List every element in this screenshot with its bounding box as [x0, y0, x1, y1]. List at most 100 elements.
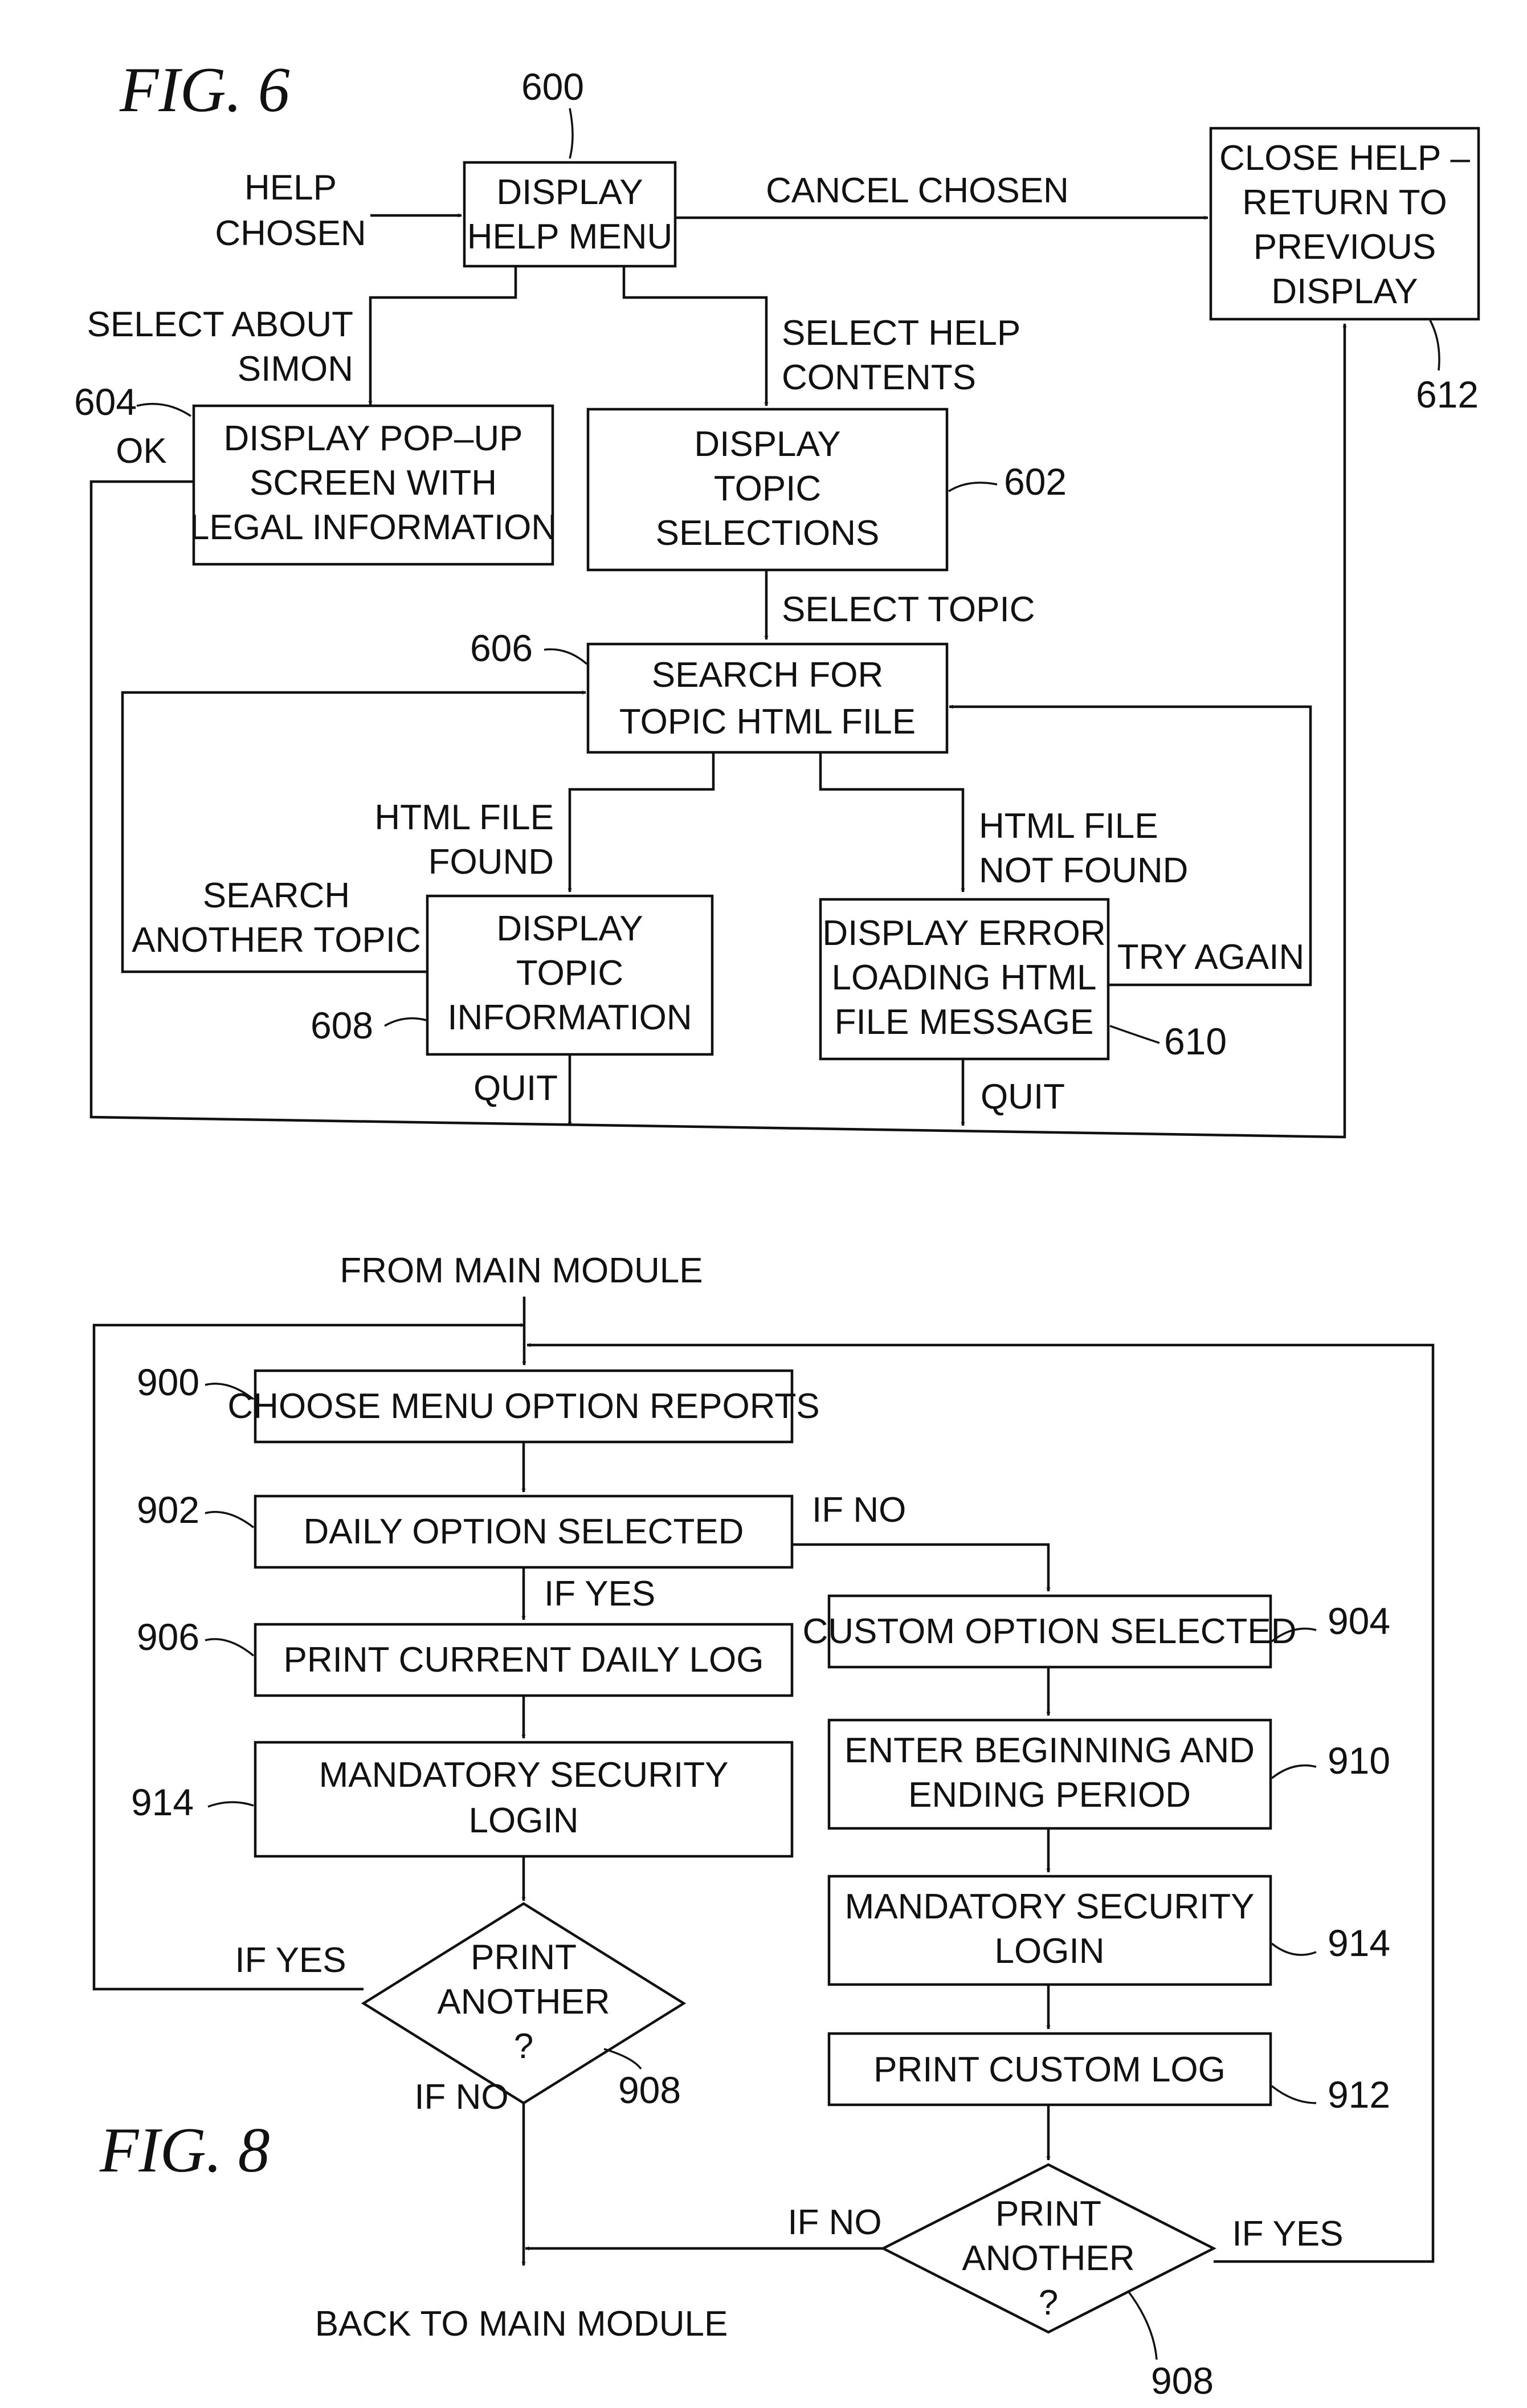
print-custom-box[interactable]	[827, 2032, 1272, 2107]
enter-period-box[interactable]	[827, 1718, 1272, 1830]
display-popup-text: LEGAL INFORMATION	[190, 508, 557, 547]
search-another-label: ANOTHER TOPIC	[132, 920, 421, 960]
ref-604-leader	[136, 402, 191, 417]
display-popup-text: DISPLAY POP–UP	[224, 419, 523, 458]
ref-908-right: 908	[1151, 2360, 1214, 2402]
search-html-box[interactable]	[586, 642, 949, 754]
ref-612: 612	[1416, 373, 1479, 415]
security-left-text: LOGIN	[469, 1801, 579, 1840]
right-yes-loop-arrow	[526, 1343, 1435, 2263]
ref-902: 902	[137, 1489, 199, 1531]
html-not-found-label: HTML FILE	[979, 806, 1158, 846]
security-left-box[interactable]	[254, 1741, 794, 1858]
choose-menu-box[interactable]	[254, 1369, 794, 1444]
print-daily-text: PRINT CURRENT DAILY LOG	[284, 1640, 764, 1680]
display-topic-selections-text: SELECTIONS	[656, 514, 880, 553]
right-no-label: IF NO	[787, 2203, 881, 2242]
decision-right-text: PRINT	[995, 2194, 1101, 2234]
ref-606: 606	[470, 627, 533, 669]
quit-left-label: QUIT	[473, 1069, 558, 1108]
display-help-menu-box[interactable]	[463, 161, 677, 268]
ref-914-right-leader	[1271, 1942, 1317, 1956]
display-error-box[interactable]	[819, 898, 1110, 1061]
help-chosen-label: CHOSEN	[215, 214, 366, 253]
daily-option-text: DAILY OPTION SELECTED	[304, 1512, 744, 1551]
display-topic-info-text: TOPIC	[516, 954, 623, 993]
try-again-arrow	[949, 704, 1312, 987]
help-chosen-label: HELP	[244, 168, 337, 207]
print-daily-box[interactable]	[254, 1623, 794, 1697]
ref-602-leader	[948, 482, 998, 492]
ref-908-left: 908	[618, 2069, 681, 2111]
search-html-text: SEARCH FOR	[652, 655, 883, 695]
quit-right-label: QUIT	[981, 1077, 1065, 1117]
security-right-box[interactable]	[827, 1875, 1272, 1986]
ref-600: 600	[521, 66, 584, 108]
security-right-text: MANDATORY SECURITY	[845, 1887, 1255, 1926]
left-no-label: IF NO	[414, 2077, 508, 2117]
select-help-contents-label: SELECT HELP	[782, 313, 1020, 353]
ref-914-left-leader	[207, 1801, 254, 1808]
decision-left-text: PRINT	[471, 1938, 577, 1977]
decision-right-text: ANOTHER	[962, 2239, 1134, 2278]
display-topic-selections-text: TOPIC	[714, 469, 821, 508]
right-yes-label: IF YES	[1232, 2214, 1343, 2254]
custom-option-text: CUSTOM OPTION SELECTED	[803, 1612, 1297, 1651]
ref-608-leader	[384, 1017, 427, 1027]
ref-906-leader	[205, 1638, 255, 1657]
left-yes-loop-arrow	[92, 1323, 525, 1991]
select-about-label: SELECT ABOUT	[87, 305, 353, 344]
daily-no-arrow	[792, 1543, 1051, 1592]
choose-menu-text: CHOOSE MENU OPTION REPORTS	[227, 1387, 819, 1426]
display-error-text: LOADING HTML	[831, 958, 1096, 997]
ref-902-leader	[205, 1511, 255, 1529]
display-topic-info-text: INFORMATION	[447, 998, 692, 1037]
display-help-menu-text: DISPLAY	[496, 173, 643, 212]
display-topic-selections-box[interactable]	[586, 408, 949, 572]
ref-610: 610	[1164, 1020, 1227, 1062]
select-about-arrow	[368, 266, 517, 405]
select-help-contents-label: CONTENTS	[782, 358, 976, 397]
decision-right-diamond[interactable]	[880, 2163, 1216, 2334]
ref-906: 906	[137, 1616, 199, 1658]
html-not-found-arrow	[819, 752, 965, 893]
decision-left-text: ?	[514, 2027, 533, 2066]
close-help-text: PREVIOUS	[1254, 227, 1436, 267]
close-help-box[interactable]	[1209, 127, 1480, 321]
custom-option-box[interactable]	[827, 1594, 1272, 1669]
select-help-contents-arrow	[622, 266, 769, 406]
decision-right-text: ?	[1039, 2283, 1058, 2323]
ref-604: 604	[74, 381, 137, 423]
display-help-menu-text: HELP MENU	[467, 217, 673, 256]
ref-610-leader	[1109, 1025, 1160, 1044]
security-right-text: LOGIN	[995, 1932, 1105, 1971]
select-topic-label: SELECT TOPIC	[782, 590, 1035, 629]
display-popup-box[interactable]	[192, 404, 554, 566]
daily-option-box[interactable]	[254, 1494, 794, 1569]
search-html-text: TOPIC HTML FILE	[619, 702, 916, 741]
ref-606-leader	[544, 648, 588, 665]
ref-912-leader	[1271, 2085, 1317, 2104]
ref-912: 912	[1328, 2073, 1390, 2116]
ref-910: 910	[1328, 1739, 1390, 1782]
daily-yes-label: IF YES	[544, 1574, 655, 1614]
display-error-text: DISPLAY ERROR	[822, 914, 1105, 953]
ref-600-leader	[569, 108, 574, 159]
display-topic-info-text: DISPLAY	[496, 909, 643, 948]
ref-908-left-leader	[603, 2048, 642, 2070]
close-help-text: CLOSE HELP –	[1219, 138, 1470, 178]
close-help-text: DISPLAY	[1271, 272, 1418, 311]
select-about-label: SIMON	[238, 349, 353, 389]
return-to-close-help-arrow	[89, 323, 1347, 1139]
ok-label: OK	[116, 431, 167, 471]
html-found-label: FOUND	[428, 842, 554, 882]
display-topic-selections-text: DISPLAY	[694, 425, 840, 464]
ref-602: 602	[1004, 461, 1067, 503]
enter-period-text: ENDING PERIOD	[908, 1775, 1191, 1815]
daily-no-label: IF NO	[812, 1490, 906, 1530]
ref-910-leader	[1271, 1764, 1317, 1779]
left-yes-label: IF YES	[235, 1941, 346, 1980]
search-another-label: SEARCH	[203, 876, 350, 915]
